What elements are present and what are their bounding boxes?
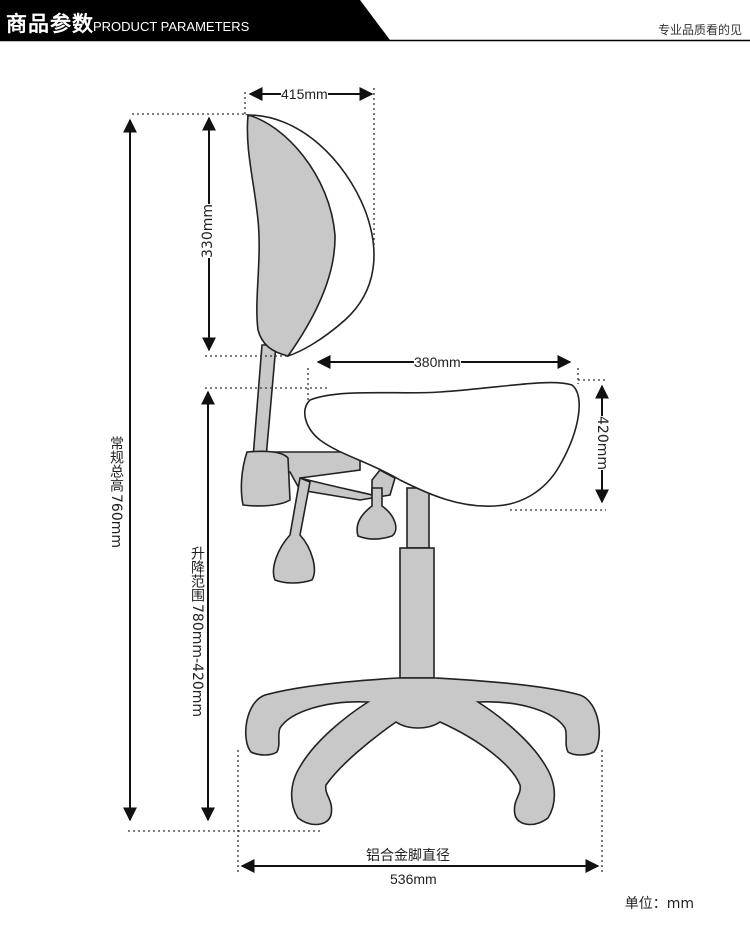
gas-cylinder	[406, 487, 430, 549]
extension-lines	[128, 88, 606, 872]
label-base-diameter-value: 536mm	[390, 871, 437, 887]
chair	[240, 113, 601, 826]
label-seat-width: 380mm	[414, 354, 461, 370]
header-bar: 商品参数 PRODUCT PARAMETERS 专业品质看的见	[0, 0, 750, 42]
label-total-height: 常规总高 760mm	[108, 436, 124, 548]
header-tagline: 专业品质看的见	[657, 23, 742, 37]
header-title-zh: 商品参数	[6, 12, 94, 36]
lift-range-value: 780mm-420mm	[189, 604, 205, 718]
tilt-lever	[356, 487, 397, 540]
total-height-value: 760mm	[108, 494, 124, 548]
saddle-seat	[304, 381, 580, 507]
header-background	[0, 0, 750, 42]
dimension-lines	[123, 87, 609, 873]
height-lever	[272, 476, 316, 584]
label-backrest-width: 415mm	[281, 86, 328, 102]
label-lift-range: 升降范围 780mm-420mm	[189, 546, 205, 718]
back-adjust-block	[240, 450, 291, 507]
unit-label: 单位：mm	[624, 896, 694, 912]
label-base-diameter-caption: 铝合金脚直径	[366, 848, 450, 864]
header-title-en: PRODUCT PARAMETERS	[93, 19, 250, 34]
lift-range-caption: 升降范围	[189, 546, 205, 602]
backrest-back	[246, 113, 336, 357]
star-base	[244, 677, 601, 826]
total-height-caption: 常规总高	[108, 436, 124, 492]
label-seat-depth: 420mm	[594, 416, 610, 470]
backrest-post	[252, 344, 277, 459]
label-backrest-height: 330mm	[200, 204, 216, 258]
gas-column	[399, 547, 435, 679]
